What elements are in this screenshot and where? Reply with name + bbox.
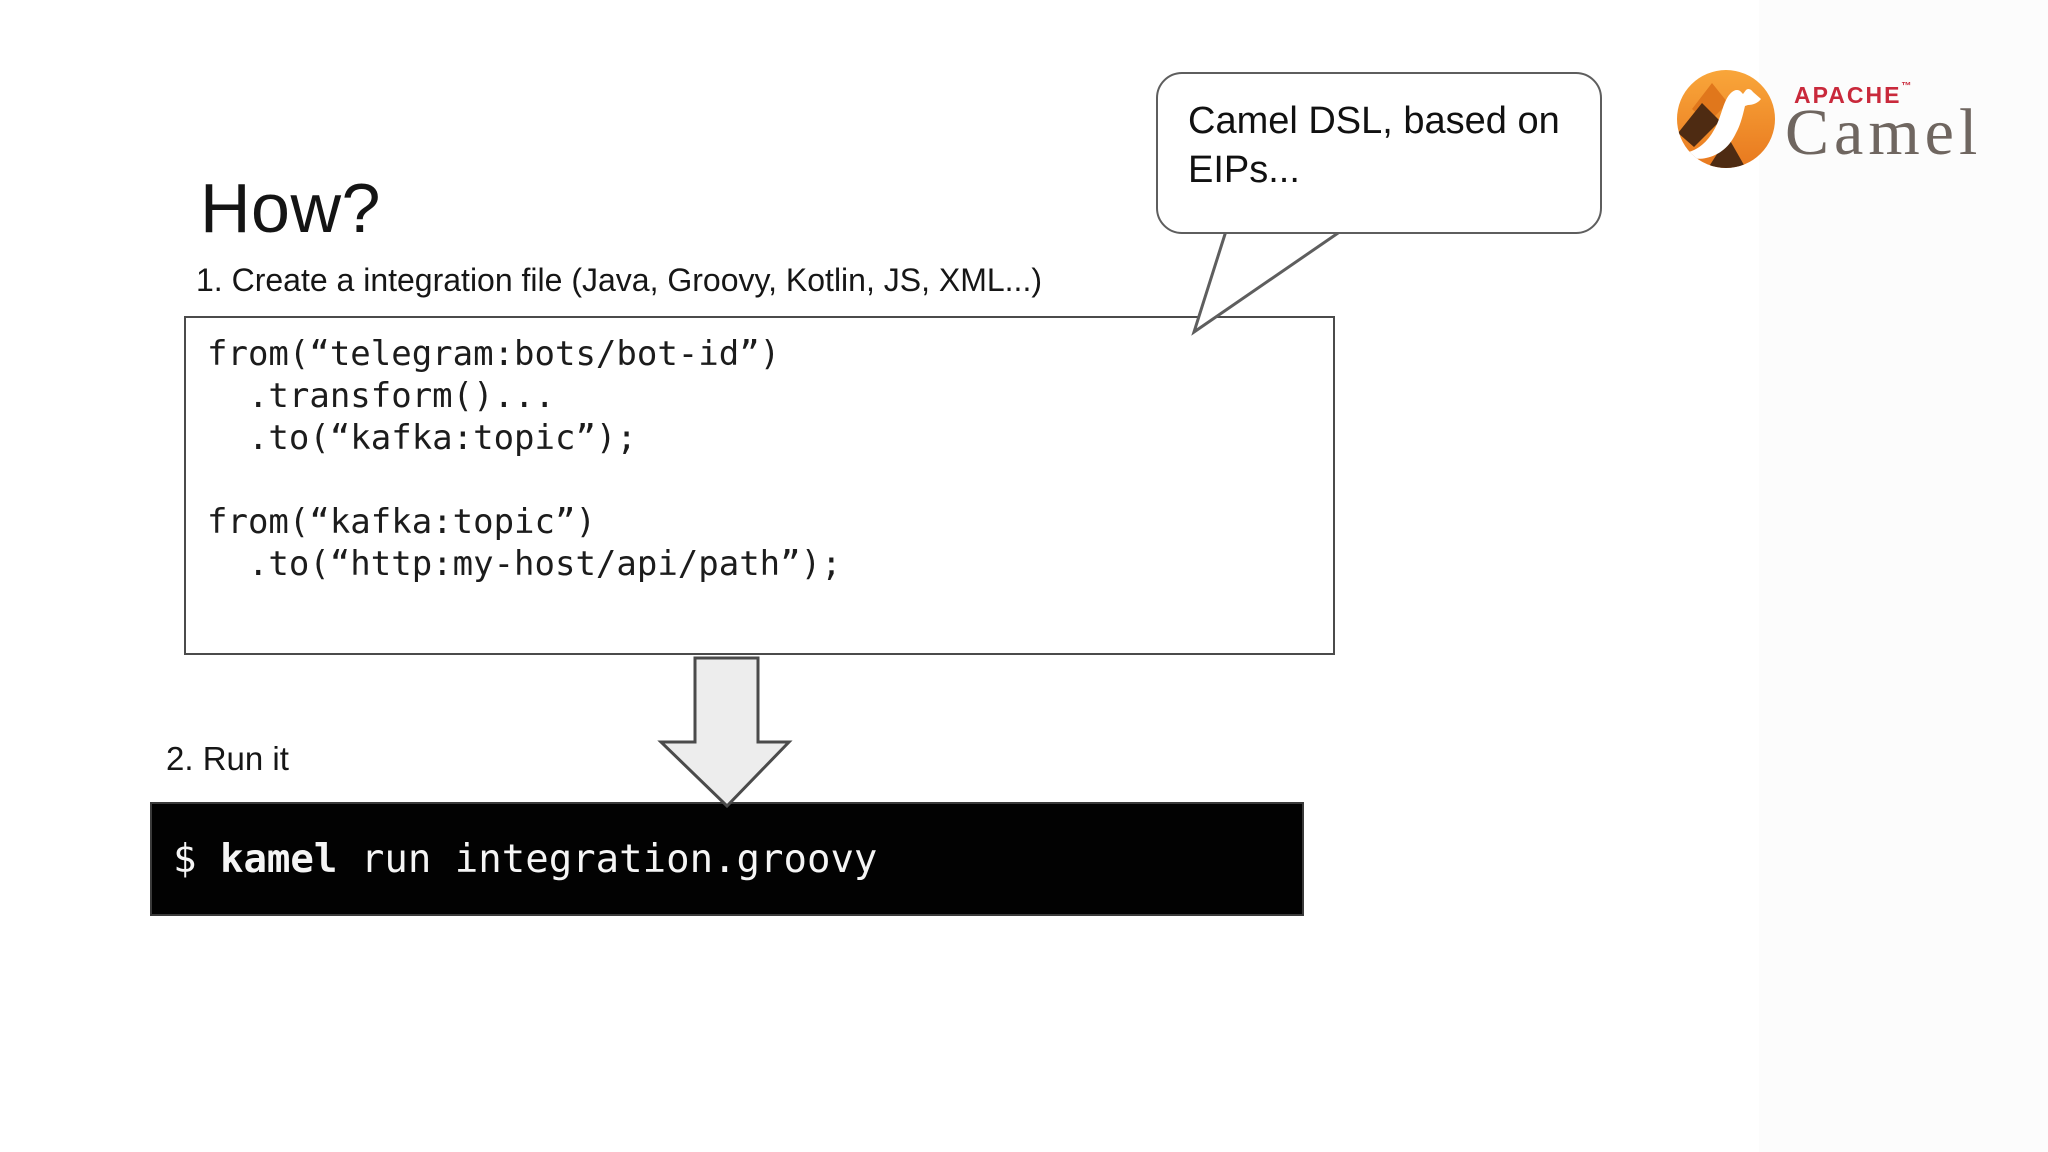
step-2-label: 2. Run it <box>166 740 289 777</box>
code-box: from(“telegram:bots/bot-id”) .transform(… <box>184 316 1335 655</box>
terminal-command-rest: run integration.groovy <box>337 836 878 882</box>
code-snippet: from(“telegram:bots/bot-id”) .transform(… <box>207 334 842 584</box>
speech-bubble: Camel DSL, based on EIPs... <box>1156 72 1602 234</box>
speech-bubble-line1: Camel DSL, based on <box>1188 100 1560 142</box>
trademark-mark: ™ <box>1901 81 1914 92</box>
apache-camel-logo: APACHE™ Camel <box>1668 62 2038 182</box>
camel-label: Camel <box>1785 96 1983 169</box>
down-arrow-icon <box>657 656 793 809</box>
terminal-command-line: $ kamel run integration.groovy <box>152 837 877 882</box>
apache-label: APACHE™ <box>1794 82 1913 109</box>
terminal-command-bold: kamel <box>219 836 338 882</box>
camel-logo-icon <box>1677 70 1775 168</box>
terminal: $ kamel run integration.groovy <box>150 802 1304 916</box>
logo-dune-brown <box>1678 103 1720 147</box>
right-margin-strip <box>1759 0 2048 1152</box>
apache-word: APACHE <box>1794 82 1902 108</box>
step-1-label: 1. Create a integration file (Java, Groo… <box>196 262 1042 298</box>
speech-bubble-tail <box>1191 229 1346 336</box>
logo-shadow-brown <box>1708 137 1744 168</box>
camel-silhouette <box>1684 88 1761 159</box>
page-title: How? <box>200 168 381 247</box>
speech-bubble-line2: EIPs... <box>1188 149 1300 191</box>
terminal-prompt: $ <box>173 836 220 882</box>
